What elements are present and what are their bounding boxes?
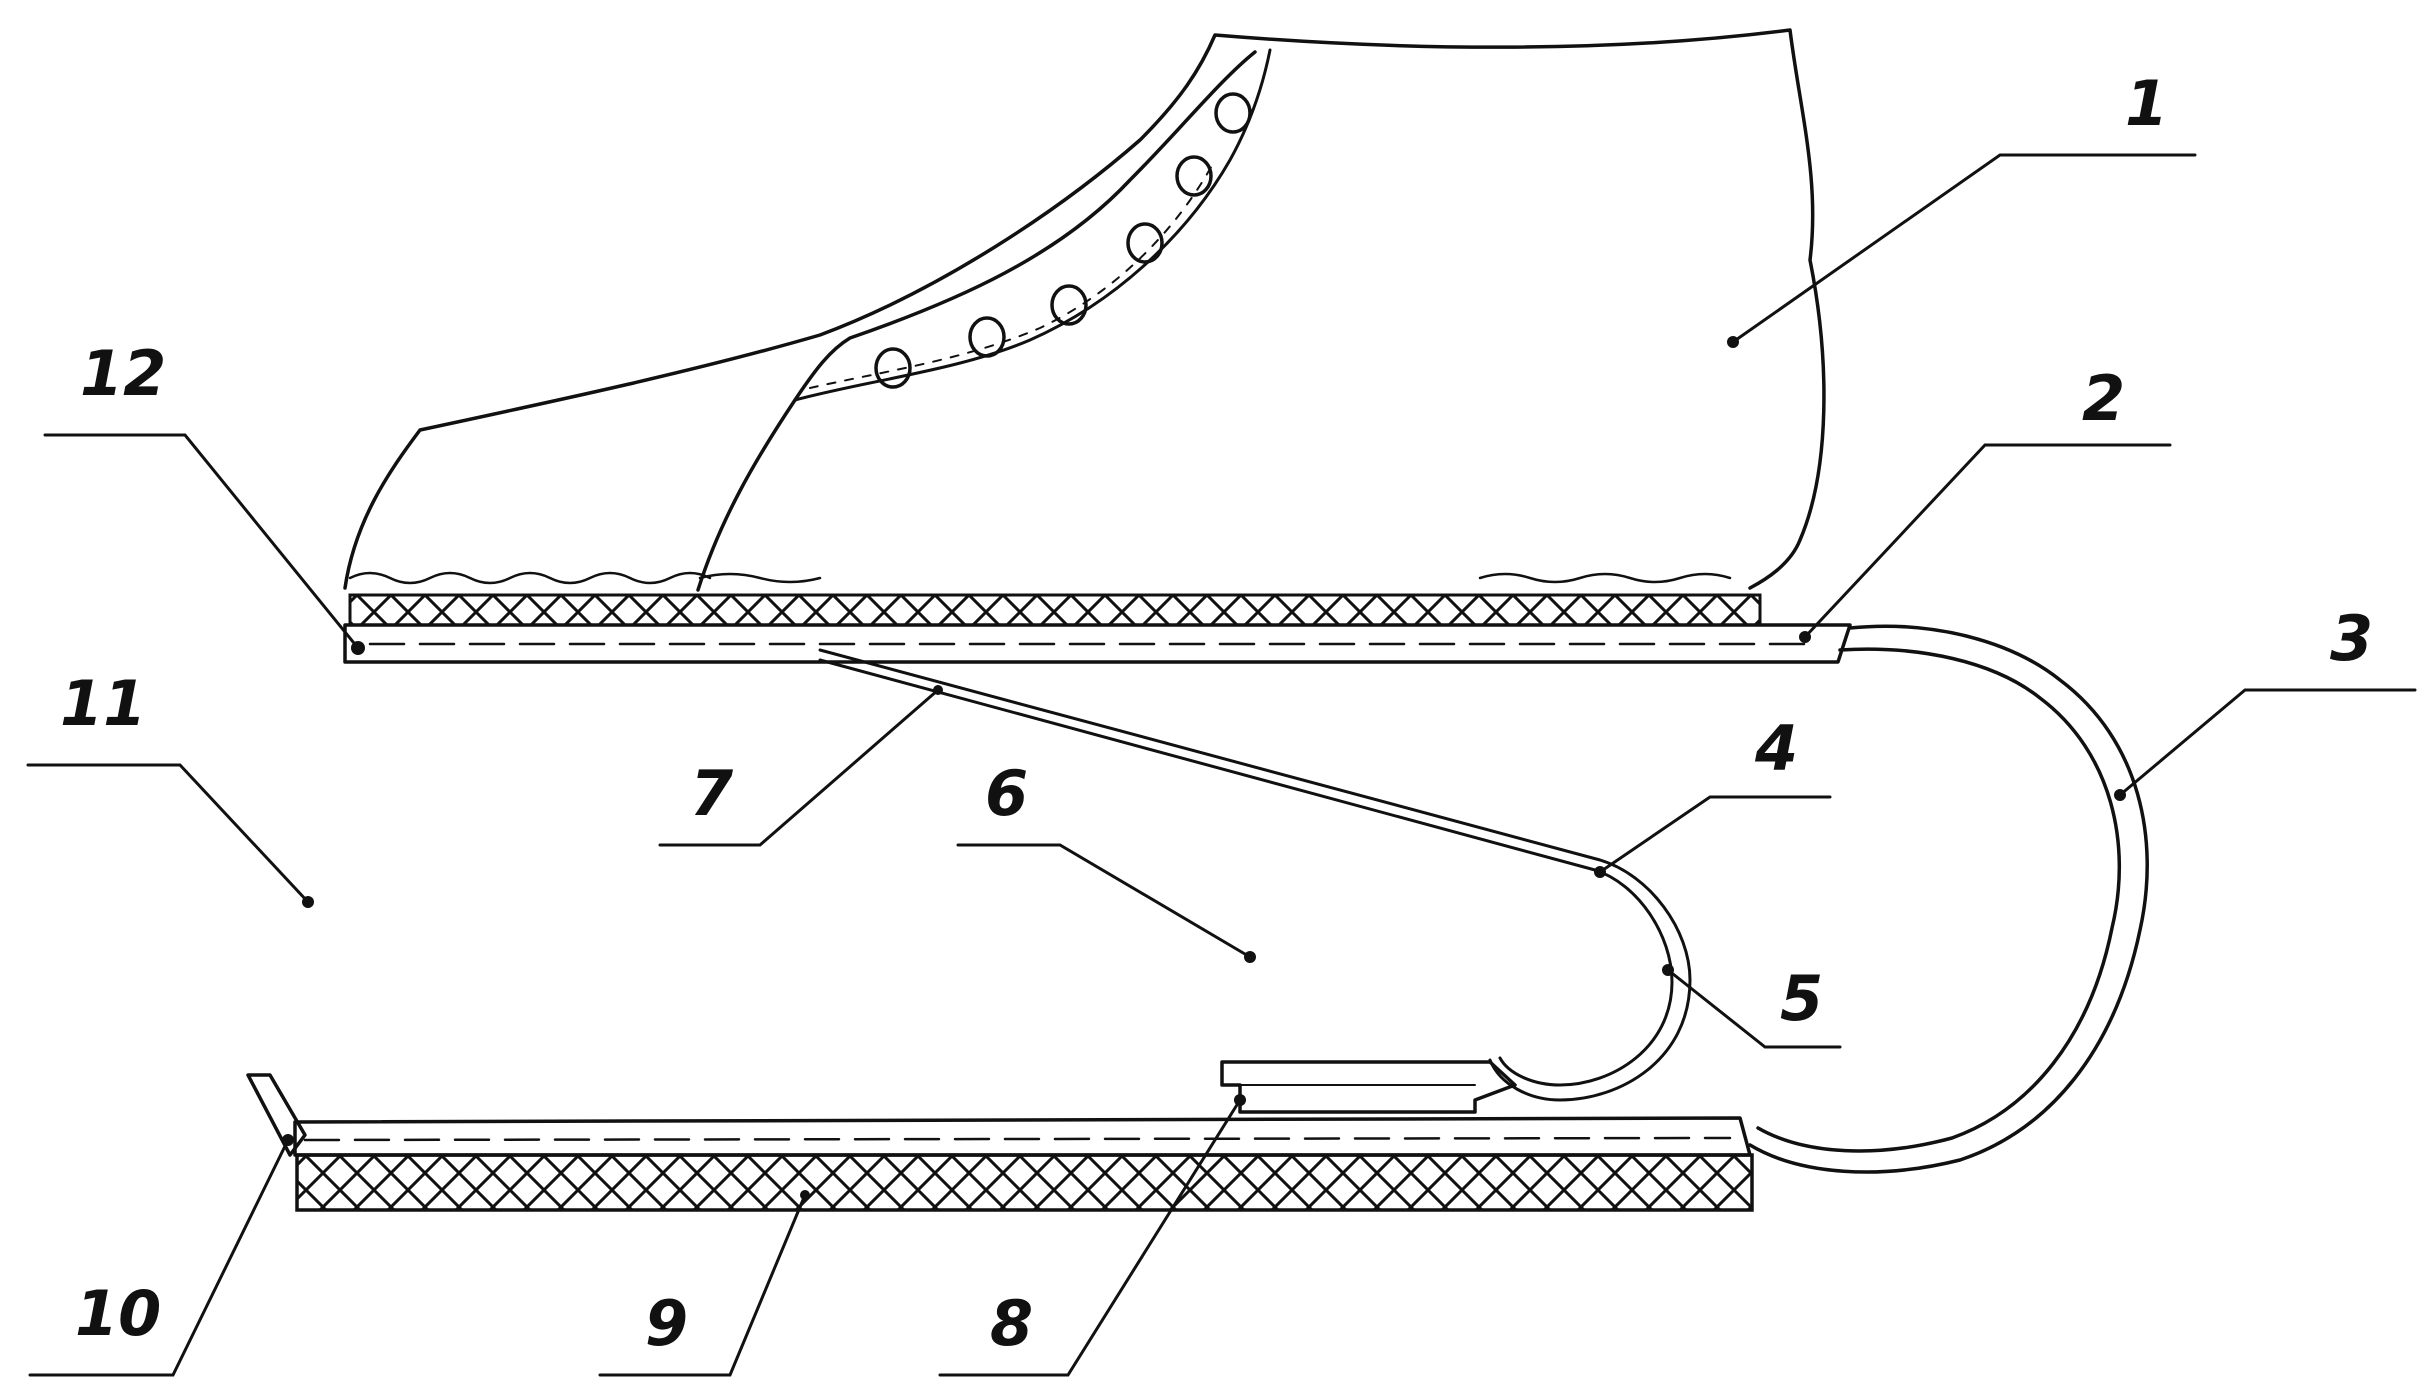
label-5: 5 (1780, 962, 1823, 1035)
label-10: 10 (75, 1277, 161, 1350)
lower-plate (295, 1118, 1750, 1155)
label-2: 2 (2082, 362, 2125, 435)
outer-spring-band (1750, 626, 2147, 1172)
label-9: 9 (645, 1287, 688, 1360)
label-12: 12 (80, 337, 166, 410)
label-7: 7 (690, 757, 734, 830)
bottom-sole-hatch (297, 1155, 1752, 1210)
label-4: 4 (1754, 712, 1798, 785)
inner-spring-band (820, 650, 1690, 1100)
upper-sole-hatch (350, 595, 1760, 625)
label-3: 3 (2330, 602, 2373, 675)
label-6: 6 (985, 757, 1028, 830)
eyelets (876, 94, 1250, 387)
leader-dots (282, 336, 2126, 1200)
label-8: 8 (990, 1287, 1033, 1360)
block (1222, 1062, 1515, 1112)
shoe-upper (345, 30, 1824, 590)
label-1: 1 (2125, 67, 2168, 140)
label-11: 11 (60, 667, 146, 740)
